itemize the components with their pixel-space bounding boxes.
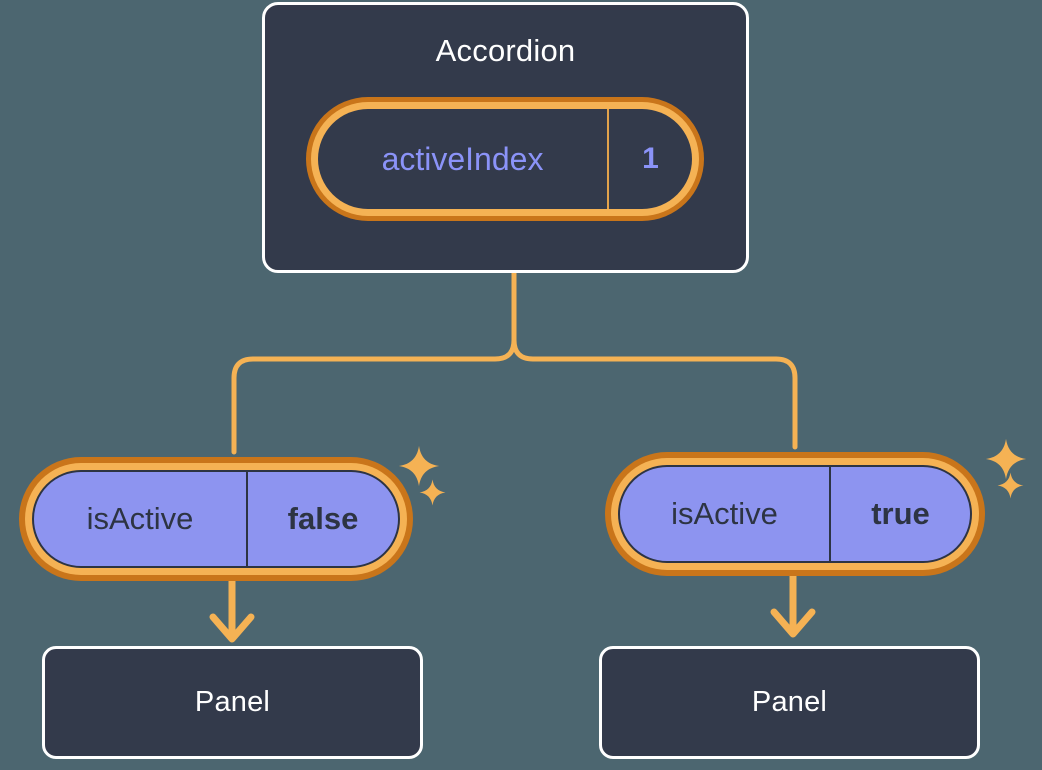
- panel-node-left[interactable]: Panel: [42, 646, 423, 759]
- pill-body: activeIndex 1: [318, 109, 692, 209]
- connector-branch-left: [231, 337, 517, 455]
- pill-value-label: 1: [607, 109, 692, 209]
- panel-node-right[interactable]: Panel: [599, 646, 980, 759]
- state-pill-isactive-left[interactable]: isActive false: [19, 457, 413, 581]
- pill-body: isActive false: [32, 470, 400, 568]
- sparkle-small-icon: [997, 472, 1024, 499]
- sparkle-large-icon: [985, 438, 1027, 480]
- pill-key-label: isActive: [86, 501, 194, 536]
- pill-body: isActive true: [618, 465, 972, 563]
- panel-title: Panel: [194, 686, 271, 718]
- panel-title: Panel: [751, 686, 828, 718]
- pill-key-label: activeIndex: [381, 140, 544, 177]
- pill-key-label: isActive: [671, 496, 778, 531]
- state-pill-activeindex[interactable]: activeIndex 1: [306, 97, 704, 221]
- arrow-down-icon-right: [770, 569, 816, 638]
- state-pill-isactive-right[interactable]: isActive true: [605, 452, 985, 576]
- sparkle-small-icon: [419, 479, 446, 506]
- pill-value-label: true: [829, 467, 970, 561]
- accordion-title: Accordion: [435, 33, 576, 68]
- pill-value-label: false: [246, 472, 398, 566]
- connector-branch-right: [511, 337, 798, 450]
- arrow-down-icon-left: [209, 574, 255, 643]
